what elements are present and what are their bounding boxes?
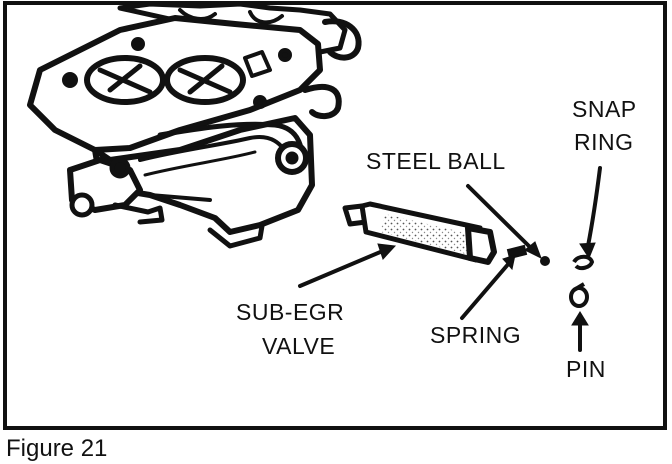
pin-label: PIN: [566, 356, 606, 382]
snap-ring-label-line1: SNAP: [572, 96, 637, 122]
spring-part: [506, 244, 528, 260]
snap-ring-label-line2: RING: [574, 129, 634, 155]
steel-ball-part: [540, 256, 550, 266]
sub-egr-label-line1: SUB-EGR: [236, 299, 344, 325]
pin-part: [569, 282, 589, 308]
spring-label: SPRING: [430, 322, 521, 348]
figure-border: [3, 1, 667, 430]
steel-ball-label: STEEL BALL: [366, 148, 506, 174]
leader-arrows: [298, 166, 602, 352]
sub-egr-label-line2: VALVE: [262, 333, 335, 359]
sub-egr-valve-illustration: [342, 201, 497, 265]
carburetor-illustration: [27, 1, 362, 249]
figure-caption: Figure 21: [6, 435, 107, 462]
snap-ring-part: [572, 254, 595, 271]
